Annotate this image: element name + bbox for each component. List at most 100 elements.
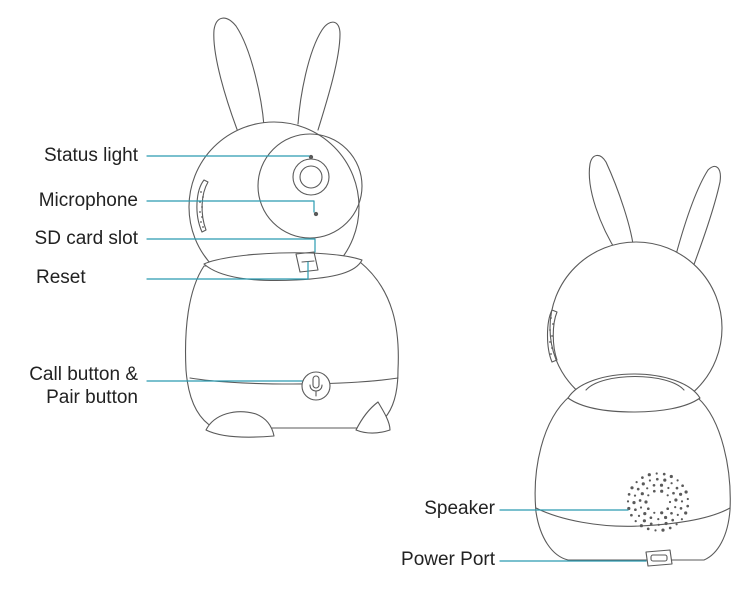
back-side-vent-holes: [549, 317, 554, 355]
speaker-hole: [676, 513, 679, 517]
speaker-hole: [643, 511, 647, 516]
back-neck: [567, 373, 701, 413]
speaker-grille: [626, 472, 690, 532]
speaker-hole: [676, 479, 679, 482]
speaker-hole: [668, 526, 672, 530]
back-side-vent: [546, 309, 558, 363]
speaker-hole: [680, 518, 684, 521]
speaker-hole: [655, 472, 658, 475]
status-light-dot: [308, 154, 314, 160]
speaker-hole: [664, 521, 668, 526]
speaker-hole: [679, 492, 683, 496]
speaker-hole: [670, 511, 673, 515]
speaker-hole: [671, 518, 675, 522]
speaker-hole: [632, 501, 636, 505]
speaker-hole: [641, 476, 644, 479]
label-microphone: Microphone: [38, 190, 138, 211]
speaker-hole: [660, 511, 664, 515]
call-button: [301, 371, 331, 401]
speaker-hole: [627, 506, 631, 511]
speaker-hole: [657, 523, 660, 526]
speaker-hole: [626, 500, 630, 503]
speaker-hole: [636, 487, 640, 491]
front-right-foot: [355, 401, 391, 434]
front-side-vent: [196, 179, 209, 233]
front-left-ear: [213, 17, 265, 133]
speaker-hole: [627, 493, 631, 496]
speaker-hole: [638, 499, 642, 502]
speaker-hole: [649, 522, 653, 526]
speaker-hole: [663, 478, 667, 482]
speaker-hole: [675, 523, 678, 526]
speaker-hole: [667, 486, 670, 490]
leader-microphone: [146, 200, 315, 213]
label-power-port: Power Port: [401, 549, 495, 570]
label-reset: Reset: [36, 267, 86, 288]
speaker-hole: [647, 494, 650, 497]
leader-lines: [146, 155, 647, 562]
speaker-hole: [662, 472, 666, 476]
speaker-hole: [668, 500, 672, 504]
speaker-hole: [630, 486, 634, 490]
speaker-hole: [684, 490, 688, 494]
speaker-hole: [686, 497, 689, 501]
speaker-hole: [672, 491, 675, 495]
speaker-hole: [674, 506, 677, 509]
speaker-hole: [646, 527, 650, 531]
speaker-hole: [666, 507, 670, 511]
speaker-hole: [653, 511, 656, 514]
speaker-hole: [652, 483, 656, 487]
speaker-hole: [635, 481, 638, 484]
speaker-hole: [649, 516, 653, 520]
front-lens-inner: [299, 165, 323, 189]
speaker-hole: [680, 500, 684, 503]
leader-reset: [146, 261, 309, 280]
microphone-dot: [313, 211, 319, 217]
front-camera: [184, 17, 399, 438]
speaker-hole: [637, 514, 641, 518]
back-right-ear: [673, 165, 721, 271]
speaker-hole: [648, 479, 652, 482]
speaker-hole: [644, 500, 648, 504]
speaker-hole: [679, 507, 683, 510]
front-body: [184, 261, 399, 429]
sd-card-slot: [295, 251, 319, 273]
back-left-ear: [588, 154, 635, 255]
speaker-hole: [630, 513, 633, 517]
back-camera: [534, 154, 731, 567]
speaker-hole: [659, 483, 664, 487]
speaker-hole: [666, 494, 669, 497]
speaker-hole: [681, 484, 684, 488]
label-call-button-line1: Call button &: [29, 364, 138, 385]
front-side-vent-holes: [199, 191, 204, 228]
speaker-hole: [652, 489, 656, 493]
label-status-light: Status light: [44, 145, 138, 166]
back-neck-inner: [585, 376, 685, 391]
speaker-hole: [647, 473, 651, 477]
speaker-hole: [660, 489, 664, 493]
speaker-hole: [633, 494, 637, 497]
label-call-button-line2: Pair button: [46, 387, 138, 408]
speaker-hole: [655, 477, 659, 481]
speaker-hole: [641, 482, 645, 486]
speaker-hole: [646, 507, 650, 511]
front-left-foot: [205, 411, 275, 438]
speaker-hole: [669, 474, 673, 479]
speaker-hole: [642, 519, 647, 523]
label-speaker: Speaker: [424, 498, 495, 519]
speaker-hole: [684, 511, 688, 515]
speaker-hole: [675, 486, 679, 490]
speaker-hole: [634, 508, 637, 512]
speaker-hole: [686, 504, 690, 508]
speaker-hole: [639, 506, 643, 509]
back-body: [534, 395, 731, 561]
speaker-hole: [640, 492, 644, 496]
speaker-hole: [646, 487, 649, 490]
speaker-hole: [670, 482, 673, 485]
power-port: [645, 549, 673, 567]
speaker-hole: [654, 529, 657, 532]
speaker-hole: [664, 515, 668, 520]
leader-sd-card-slot: [146, 238, 316, 253]
